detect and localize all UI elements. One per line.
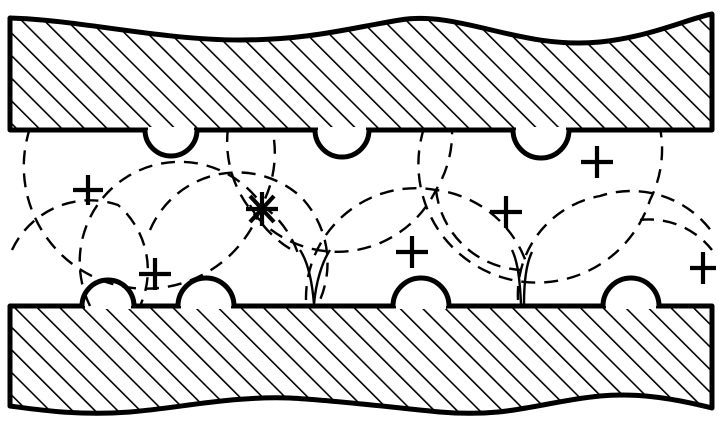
plus-icon bbox=[581, 146, 613, 178]
hemisphere-bottom-2 bbox=[175, 275, 237, 309]
bottom-hemispheres bbox=[79, 275, 662, 309]
hemisphere-top-1 bbox=[142, 127, 200, 159]
star-icon bbox=[246, 192, 278, 226]
plus-markers bbox=[73, 146, 716, 290]
dashed-circle-8 bbox=[304, 187, 528, 301]
hemisphere-bottom-3 bbox=[390, 275, 452, 309]
dashed-circle-5 bbox=[78, 160, 302, 307]
plus-icon bbox=[139, 258, 171, 290]
dashed-circle-11 bbox=[639, 218, 713, 251]
plus-icon bbox=[690, 252, 716, 284]
hemisphere-top-2 bbox=[312, 127, 372, 160]
cusp-right bbox=[510, 249, 534, 305]
dashed-circle-6 bbox=[148, 171, 329, 301]
dashed-circle-1 bbox=[22, 127, 277, 290]
dashed-circle-9 bbox=[516, 189, 713, 301]
cusp-left bbox=[298, 249, 332, 305]
hemisphere-bottom-4 bbox=[600, 275, 662, 309]
dashed-circle-4 bbox=[10, 199, 150, 307]
plus-icon bbox=[396, 236, 428, 268]
hemisphere-bottom-1 bbox=[79, 277, 137, 309]
plus-icon bbox=[73, 175, 103, 205]
hemisphere-top-3 bbox=[510, 127, 572, 161]
top-hemispheres bbox=[142, 127, 572, 161]
dashed-circle-3 bbox=[417, 127, 664, 284]
plus-icon bbox=[490, 196, 522, 228]
bottom-plate bbox=[7, 303, 715, 416]
dashed-circle-2 bbox=[225, 127, 454, 253]
cusp-lines bbox=[298, 249, 534, 305]
top-plate bbox=[7, 11, 715, 133]
